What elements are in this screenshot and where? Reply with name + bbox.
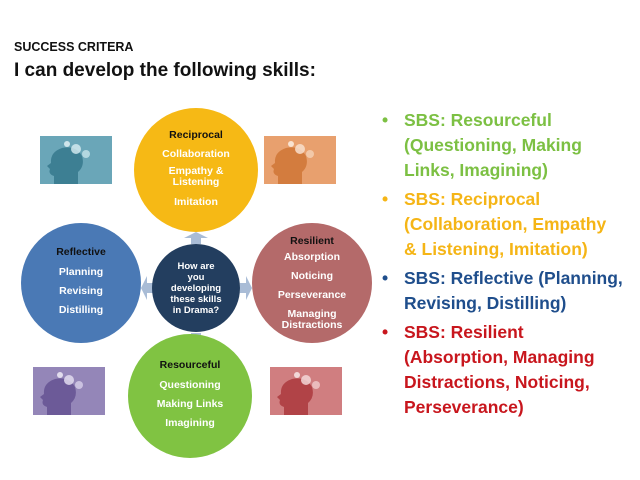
bullet-line: SBS: Resilient [404,322,524,342]
page-title: I can develop the following skills: [14,60,316,81]
bullet-resilient: • SBS: Resilient (Absorption, Managing D… [380,320,638,420]
bullet-line: Links, Imagining) [404,160,548,180]
bullet-line: Revising, Distilling) [404,293,567,313]
center-question-line: you [187,271,205,283]
reflective-circle: Reflective Planning Revising Distilling [21,223,141,343]
bullet-line: Distractions, Noticing, [404,372,590,392]
resilient-item: Distractions [281,319,343,331]
head-gears-red-icon [270,367,342,415]
reciprocal-item: Collaboration [162,148,230,160]
resourceful-item: Making Links [156,398,224,410]
center-question-line: How are [177,260,215,272]
head-gears-purple-icon [33,367,105,415]
resilient-item: Noticing [291,270,333,282]
bullet-line: & Listening, Imitation) [404,239,588,259]
arrow-up-icon [184,232,208,244]
reciprocal-item: Empathy & [168,165,224,177]
center-question-circle: How are you developing these skills in D… [152,244,240,332]
arrow-right-icon [240,276,252,300]
bullet-dot-icon: • [382,322,389,342]
bullet-dot-icon: • [382,189,389,209]
reciprocal-item: Imitation [174,196,218,208]
resourceful-item: Imagining [165,417,215,429]
reflective-item: Planning [58,266,104,278]
resourceful-heading: Resourceful [159,359,221,371]
arrow-left-icon [141,276,153,300]
bullet-reflective: • SBS: Reflective (Planning, Revising, D… [380,266,638,316]
resilient-item: Managing [287,308,337,320]
bullet-reciprocal: • SBS: Reciprocal (Collaboration, Empath… [380,187,638,262]
reflective-heading: Reflective [56,246,106,258]
resourceful-item: Questioning [159,379,221,391]
resilient-item: Absorption [284,251,340,263]
bullet-line: SBS: Reciprocal [404,189,541,209]
center-question-line: these skills [170,293,222,305]
reciprocal-item: Listening [172,176,220,188]
reflective-item: Revising [59,285,103,297]
bullet-line: Perseverance) [404,397,524,417]
reciprocal-heading: Reciprocal [169,129,223,141]
resilient-circle: Resilient Absorption Noticing Perseveran… [252,223,372,343]
success-criteria-label: SUCCESS CRITERA [14,40,134,54]
reflective-item: Distilling [58,304,104,316]
resourceful-circle: Resourceful Questioning Making Links Ima… [128,334,252,458]
bullet-line: (Questioning, Making [404,135,582,155]
bullet-line: SBS: Reflective (Planning, [404,268,623,288]
reciprocal-circle: Reciprocal Collaboration Empathy & Liste… [134,108,258,232]
head-gears-orange-icon [264,136,336,184]
bullet-dot-icon: • [382,110,389,130]
center-question-line: in Drama? [172,304,220,316]
skills-bullet-list: • SBS: Resourceful (Questioning, Making … [380,108,638,424]
bullet-dot-icon: • [382,268,389,288]
head-gears-teal-icon [40,136,112,184]
bullet-resourceful: • SBS: Resourceful (Questioning, Making … [380,108,638,183]
center-question-line: developing [170,282,222,294]
bullet-line: (Collaboration, Empathy [404,214,607,234]
resilient-heading: Resilient [290,235,334,247]
bullet-line: SBS: Resourceful [404,110,552,130]
resilient-item: Perseverance [277,289,347,301]
bullet-line: (Absorption, Managing [404,347,595,367]
